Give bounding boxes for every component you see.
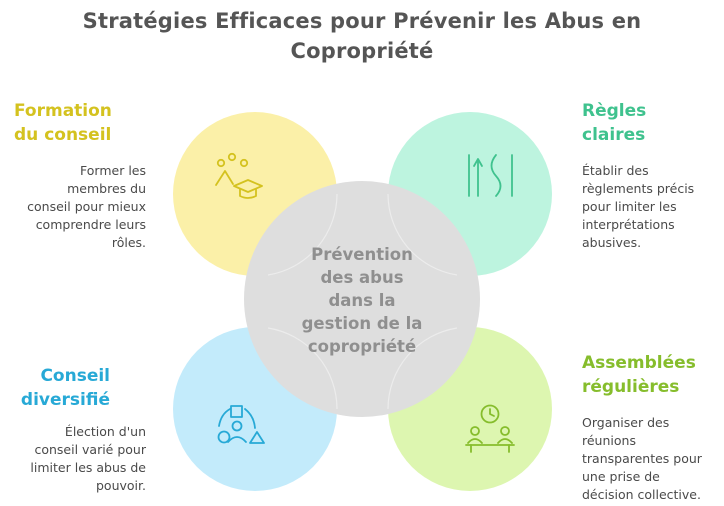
description-line: Établir des [582, 163, 649, 178]
description-line: limiter les abus de [30, 460, 146, 475]
diversifie-description: Élection d'un conseil varié pour limiter… [0, 423, 146, 495]
page-title: Stratégies Efficaces pour Prévenir les A… [0, 6, 724, 66]
center-line: copropriété [307, 337, 417, 356]
center-line: gestion de la [301, 314, 423, 333]
center-line: Prévention [311, 245, 413, 264]
regles-description: Établir des règlements précis pour limit… [582, 162, 722, 252]
center-circle [244, 181, 480, 417]
description-line: réunions [582, 433, 636, 448]
road-lanes-icon [468, 154, 513, 197]
diversifie-heading: Conseil diversifié [0, 364, 110, 412]
assemblees-description: Organiser des réunions transparentes pou… [582, 414, 724, 504]
description-line: pouvoir. [96, 478, 146, 493]
description-line: pour limiter les [582, 199, 677, 214]
heading-line: Conseil [40, 366, 110, 386]
heading-line: régulières [582, 377, 680, 397]
assemblees-heading: Assemblées régulières [582, 351, 696, 399]
formation-description: Former les membres du conseil pour mieux… [0, 162, 146, 252]
description-line: membres du [67, 181, 146, 196]
description-line: interprétations [582, 217, 675, 232]
description-line: décision collective. [582, 487, 701, 502]
formation-heading: Formation du conseil [14, 99, 112, 147]
graduation-icon [215, 152, 263, 199]
description-line: une prise de [582, 469, 660, 484]
description-line: Former les [80, 163, 146, 178]
title-line-1: Stratégies Efficaces pour Prévenir les A… [82, 9, 642, 33]
description-line: rôles. [111, 235, 146, 250]
description-line: comprendre leurs [35, 217, 146, 232]
diverse-shapes-person-icon [217, 405, 265, 444]
meeting-clock-icon [465, 404, 515, 453]
center-line: dans la [328, 291, 396, 310]
description-line: conseil pour mieux [27, 199, 146, 214]
description-line: règlements précis [582, 181, 695, 196]
description-line: transparentes pour [582, 451, 702, 466]
heading-line: Assemblées [582, 353, 696, 373]
title-line-2: Copropriété [290, 39, 434, 63]
heading-line: Règles [582, 101, 647, 121]
heading-line: du conseil [14, 125, 112, 145]
description-line: Élection d'un [64, 424, 146, 439]
description-line: abusives. [582, 235, 642, 250]
center-label: Prévention des abus dans la gestion de l… [282, 243, 442, 358]
regles-heading: Règles claires [582, 99, 646, 147]
heading-line: claires [582, 125, 646, 145]
center-line: des abus [320, 268, 404, 287]
heading-line: Formation [14, 101, 112, 121]
heading-line: diversifié [20, 390, 110, 410]
description-line: Organiser des [582, 415, 670, 430]
description-line: conseil varié pour [34, 442, 146, 457]
